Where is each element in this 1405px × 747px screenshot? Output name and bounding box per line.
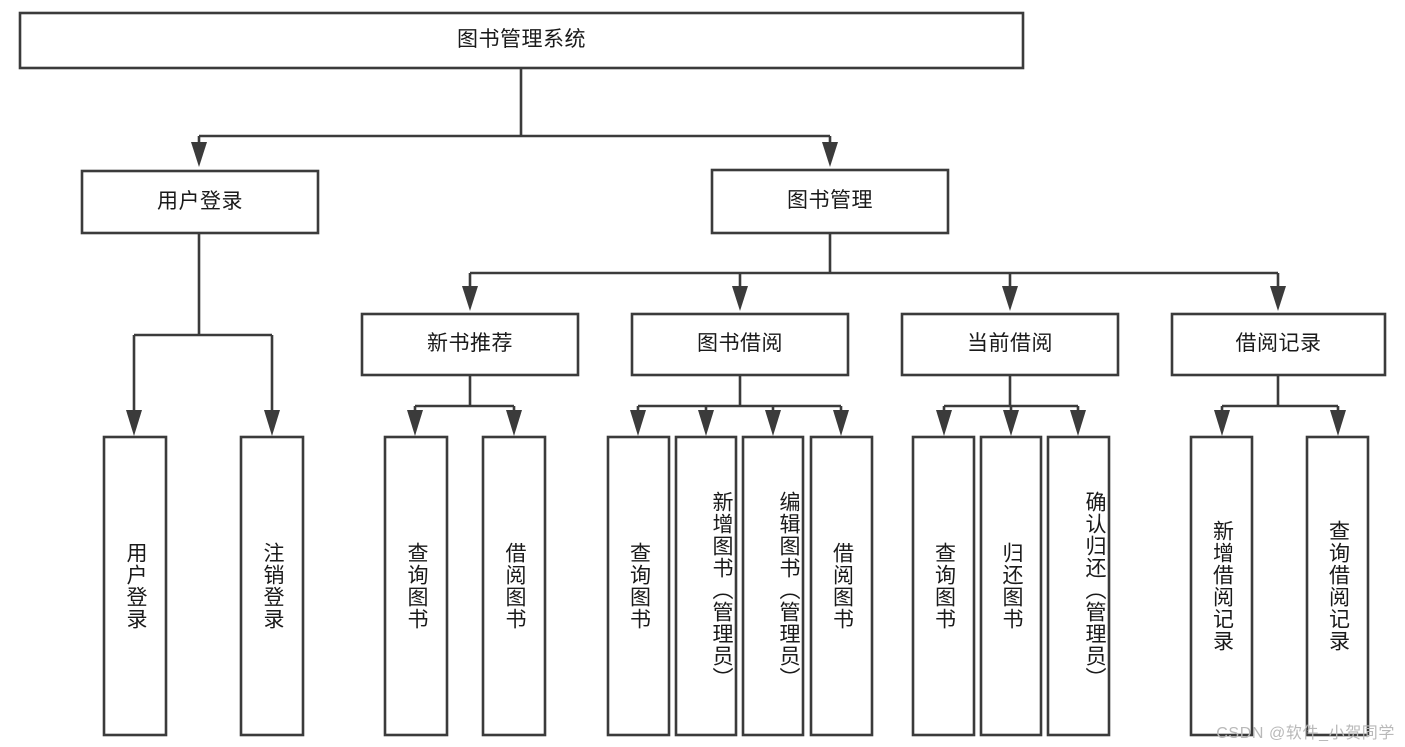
node-box-leaf-query-book-2[interactable]: [606, 435, 671, 737]
node-box-leaf-query-book-3[interactable]: [911, 435, 976, 737]
connector-group-book-borrow: [630, 375, 849, 436]
arrow-bm-new-book-recommend-icon: [462, 286, 478, 311]
node-box-borrow-record[interactable]: [1170, 312, 1387, 377]
node-box-leaf-add-record[interactable]: [1189, 435, 1254, 737]
arrow-bb-leaf-2-icon: [698, 410, 714, 436]
node-box-leaf-edit-book[interactable]: [741, 435, 805, 737]
arrow-bm-borrow-record-icon: [1270, 286, 1286, 311]
arrow-bb-leaf-1-icon: [630, 410, 646, 436]
arrow-user-login-leaf-1-icon: [126, 410, 142, 436]
node-box-current-borrow[interactable]: [900, 312, 1120, 377]
arrow-bm-book-borrow-icon: [732, 286, 748, 311]
arrow-cb-leaf-1-icon: [936, 410, 952, 436]
node-box-book-borrow[interactable]: [630, 312, 850, 377]
connector-group-borrow-record: [1214, 375, 1346, 436]
node-box-leaf-query-record[interactable]: [1305, 435, 1370, 737]
node-box-book-manage[interactable]: [710, 168, 950, 235]
node-box-leaf-confirm-return[interactable]: [1046, 435, 1111, 737]
arrow-cb-leaf-2-icon: [1003, 410, 1019, 436]
node-box-leaf-borrow-book-2[interactable]: [809, 435, 874, 737]
node-box-leaf-user-login[interactable]: [102, 435, 168, 737]
arrow-br-leaf-2-icon: [1330, 410, 1346, 436]
arrow-bm-current-borrow-icon: [1002, 286, 1018, 311]
arrow-cb-leaf-3-icon: [1070, 410, 1086, 436]
node-box-leaf-borrow-book-1[interactable]: [481, 435, 547, 737]
node-box-leaf-add-book[interactable]: [674, 435, 738, 737]
arrow-br-leaf-1-icon: [1214, 410, 1230, 436]
arrow-nbr-leaf-1-icon: [407, 410, 423, 436]
arrow-root-to-user-login-icon: [191, 142, 207, 167]
arrow-nbr-leaf-2-icon: [506, 410, 522, 436]
connector-group-current-borrow: [936, 375, 1086, 436]
node-box-leaf-return-book[interactable]: [979, 435, 1043, 737]
node-box-user-login[interactable]: [80, 169, 320, 235]
arrow-root-to-book-manage-icon: [822, 142, 838, 167]
node-box-leaf-logout[interactable]: [239, 435, 305, 737]
connector-group-book-manage: [462, 233, 1286, 311]
connector-group-new-book-recommend: [407, 375, 522, 436]
node-box-root[interactable]: [18, 11, 1025, 70]
node-box-leaf-query-book-1[interactable]: [383, 435, 449, 737]
node-box-new-book-recommend[interactable]: [360, 312, 580, 377]
arrow-user-login-leaf-2-icon: [264, 410, 280, 436]
connector-group-user-login: [126, 234, 280, 436]
arrow-bb-leaf-3-icon: [765, 410, 781, 436]
arrow-bb-leaf-4-icon: [833, 410, 849, 436]
connector-group-root: [191, 69, 838, 167]
